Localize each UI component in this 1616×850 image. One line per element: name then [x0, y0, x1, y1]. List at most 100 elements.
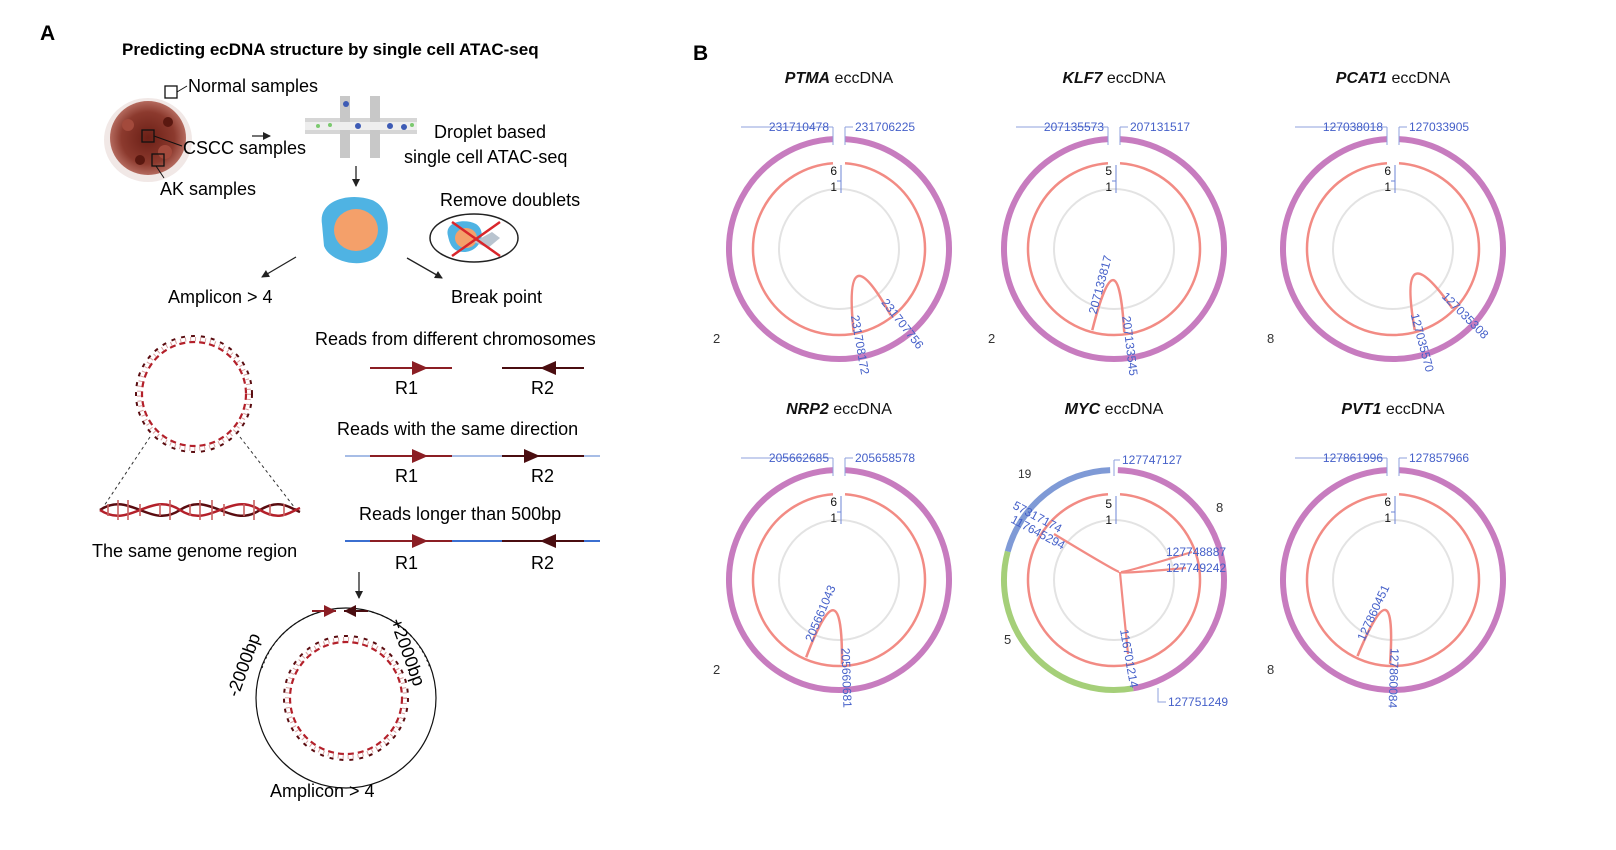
amplicon-bottom-label: Amplicon > 4: [270, 781, 375, 801]
same-genome-region-label: The same genome region: [92, 541, 297, 561]
outer-ring-pvt1: [1280, 467, 1506, 693]
tick-top-myc: [1113, 459, 1120, 476]
scale-max-myc: 5: [1105, 497, 1112, 511]
tick-left-klf7: [1016, 126, 1109, 145]
coord-top-right-klf7: 207131517: [1130, 120, 1190, 134]
gene-title-myc: MYC eccDNA: [1065, 401, 1164, 418]
droplet-label-line1: Droplet based: [434, 122, 546, 142]
copy-count-nrp2: 2: [713, 662, 720, 677]
droplet-label-line2: single cell ATAC-seq: [404, 147, 567, 167]
tick-left-pvt1: [1295, 457, 1388, 476]
tick-right-ptma: [844, 126, 853, 145]
mid-ring-myc: [1026, 492, 1202, 668]
tick-right-pcat1: [1398, 126, 1407, 145]
arrow-to-amplicon: [261, 256, 297, 278]
gene-name: PTMA: [785, 70, 830, 87]
reads-longer-arrows: [345, 534, 600, 548]
doublet-illustration: [429, 213, 519, 263]
scale-min-klf7: 1: [1105, 180, 1112, 194]
microfluidic-chip-illustration: [305, 96, 417, 158]
breakpoint-link-ptma: [850, 274, 892, 332]
gene-title-nrp2: NRP2 eccDNA: [786, 401, 892, 418]
outer-ring-ptma: [726, 136, 952, 362]
copy-count-pcat1: 8: [1267, 331, 1274, 346]
gene-title-pcat1: PCAT1 eccDNA: [1336, 70, 1451, 87]
scale-tick-pcat1: [1391, 165, 1396, 193]
myc-label-bottom-right: 127751249: [1168, 695, 1228, 709]
eccdna-suffix: eccDNA: [1387, 70, 1450, 87]
breakpoint-link-klf7: [1091, 279, 1126, 333]
eccdna-suffix: eccDNA: [830, 70, 893, 87]
breakpoint-label-1-klf7: 207133817: [1086, 254, 1115, 316]
breakpoint-label-1-pvt1: 127860451: [1354, 582, 1392, 643]
breakpoint-label-1-nrp2: 205661043: [802, 583, 838, 644]
coord-top-left-pvt1: 127861996: [1323, 451, 1383, 465]
zoom-line-left: [99, 436, 151, 513]
copy-count-ptma: 2: [713, 331, 720, 346]
mid-ring-pvt1: [1305, 492, 1481, 668]
segment-count-right: 8: [1216, 500, 1223, 515]
coord-top-left-pcat1: 127038018: [1323, 120, 1383, 134]
inner-track-pcat1: [1332, 188, 1454, 310]
scale-min-ptma: 1: [830, 180, 837, 194]
breakpoint-link-pcat1: [1409, 272, 1454, 331]
outer-ring-myc-blue: [1004, 467, 1111, 553]
myc-link-3: [1118, 571, 1130, 655]
outer-ring-klf7: [1001, 136, 1227, 362]
eccdna-suffix: eccDNA: [1381, 401, 1444, 418]
breakpoint-label-2-klf7: 207133545: [1119, 315, 1140, 377]
scale-min-nrp2: 1: [830, 511, 837, 525]
eccdna-suffix: eccDNA: [1102, 70, 1165, 87]
outer-ring-pcat1: [1280, 136, 1506, 362]
single-cell-illustration: [321, 197, 388, 264]
tick-right-nrp2: [844, 457, 853, 476]
coord-top-myc: 127747127: [1122, 453, 1182, 467]
gene-name: KLF7: [1062, 70, 1103, 87]
amplicon-top-label: Amplicon > 4: [168, 287, 273, 307]
r1-label-1: R1: [395, 378, 418, 398]
eccdna-suffix: eccDNA: [1100, 401, 1163, 418]
scale-max-pvt1: 6: [1384, 495, 1391, 509]
gene-title-ptma: PTMA eccDNA: [785, 70, 894, 87]
coord-top-right-nrp2: 205658578: [855, 451, 915, 465]
tick-left-pcat1: [1295, 126, 1388, 145]
r1-label-2: R1: [395, 466, 418, 486]
coord-top-left-klf7: 207135573: [1044, 120, 1104, 134]
inner-track-nrp2: [778, 519, 900, 641]
breakpoint-label-2-pvt1: 127860084: [1386, 648, 1402, 709]
eccdna-suffix: eccDNA: [829, 401, 892, 418]
coord-top-left-nrp2: 205662685: [769, 451, 829, 465]
scale-max-ptma: 6: [830, 164, 837, 178]
tick-bottom-myc: [1157, 688, 1166, 703]
minus-2000bp-label: -2000bp: [223, 630, 264, 699]
scale-tick-nrp2: [837, 496, 842, 524]
segment-count-green: 5: [1004, 632, 1011, 647]
coord-top-right-ptma: 231706225: [855, 120, 915, 134]
tick-left-nrp2: [741, 457, 834, 476]
mid-ring-ptma: [751, 161, 927, 337]
r2-label-3: R2: [531, 553, 554, 573]
arrow-to-breakpoint: [406, 257, 443, 279]
reads-same-direction-label: Reads with the same direction: [337, 419, 578, 439]
scale-tick-pvt1: [1391, 496, 1396, 524]
scale-min-pcat1: 1: [1384, 180, 1391, 194]
ak-samples-label: AK samples: [160, 179, 256, 199]
mid-ring-nrp2: [751, 492, 927, 668]
coord-top-left-ptma: 231710478: [769, 120, 829, 134]
tick-right-klf7: [1119, 126, 1128, 145]
scale-min-pvt1: 1: [1384, 511, 1391, 525]
final-amplicon-circle: [255, 605, 437, 789]
gene-name: PCAT1: [1336, 70, 1387, 87]
inner-track-pvt1: [1332, 519, 1454, 641]
scale-max-nrp2: 6: [830, 495, 837, 509]
normal-samples-label: Normal samples: [188, 76, 318, 96]
reads-different-chromosomes-label: Reads from different chromosomes: [315, 329, 596, 349]
scale-max-klf7: 5: [1105, 164, 1112, 178]
inner-track-klf7: [1053, 188, 1175, 310]
tick-left-ptma: [741, 126, 834, 145]
inner-track-myc: [1053, 519, 1175, 641]
mid-ring-pcat1: [1305, 161, 1481, 337]
panel-a-letter: A: [40, 22, 55, 45]
